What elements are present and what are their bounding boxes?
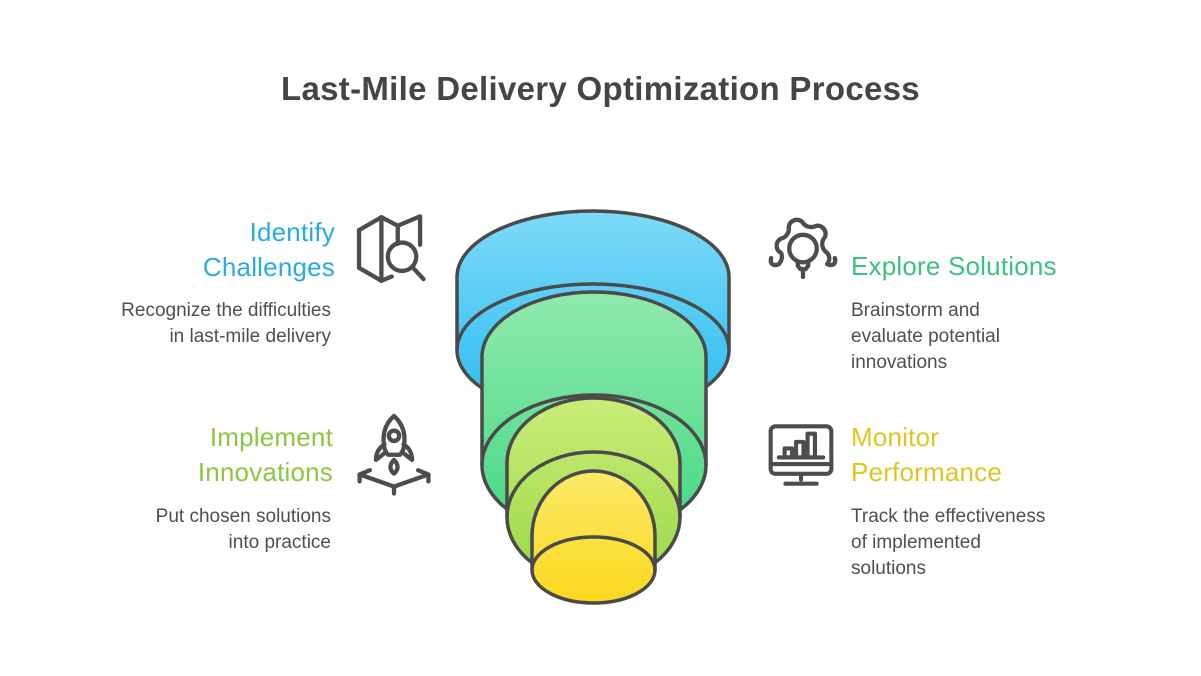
section-desc-implement-innovations: Put chosen solutions into practice <box>155 506 331 553</box>
funnel-stage-4-rim <box>530 535 657 571</box>
monitor-chart-icon <box>758 414 844 496</box>
map-search-icon <box>347 206 433 292</box>
funnel-stage-3-rim <box>505 450 682 518</box>
section-desc-explore-solutions: Brainstorm and evaluate potential innova… <box>851 300 1000 373</box>
gear-lightbulb-icon <box>760 209 846 295</box>
section-title-monitor-performance: Monitor Performance <box>851 422 1003 487</box>
funnel-stage-1-rim <box>455 282 731 351</box>
section-title-implement-innovations: Implement Innovations <box>197 422 333 487</box>
funnel-stage-2-rim <box>480 393 708 466</box>
page-title: Last-Mile Delivery Optimization Process <box>281 70 920 107</box>
section-desc-identify-challenges: Recognize the difficulties in last-mile … <box>121 300 331 347</box>
rocket-launch-icon <box>351 410 437 496</box>
section-title-explore-solutions: Explore Solutions <box>851 251 1057 281</box>
section-title-identify-challenges: Identify Challenges <box>202 217 335 282</box>
section-desc-monitor-performance: Track the effectiveness of implemented s… <box>851 506 1046 579</box>
